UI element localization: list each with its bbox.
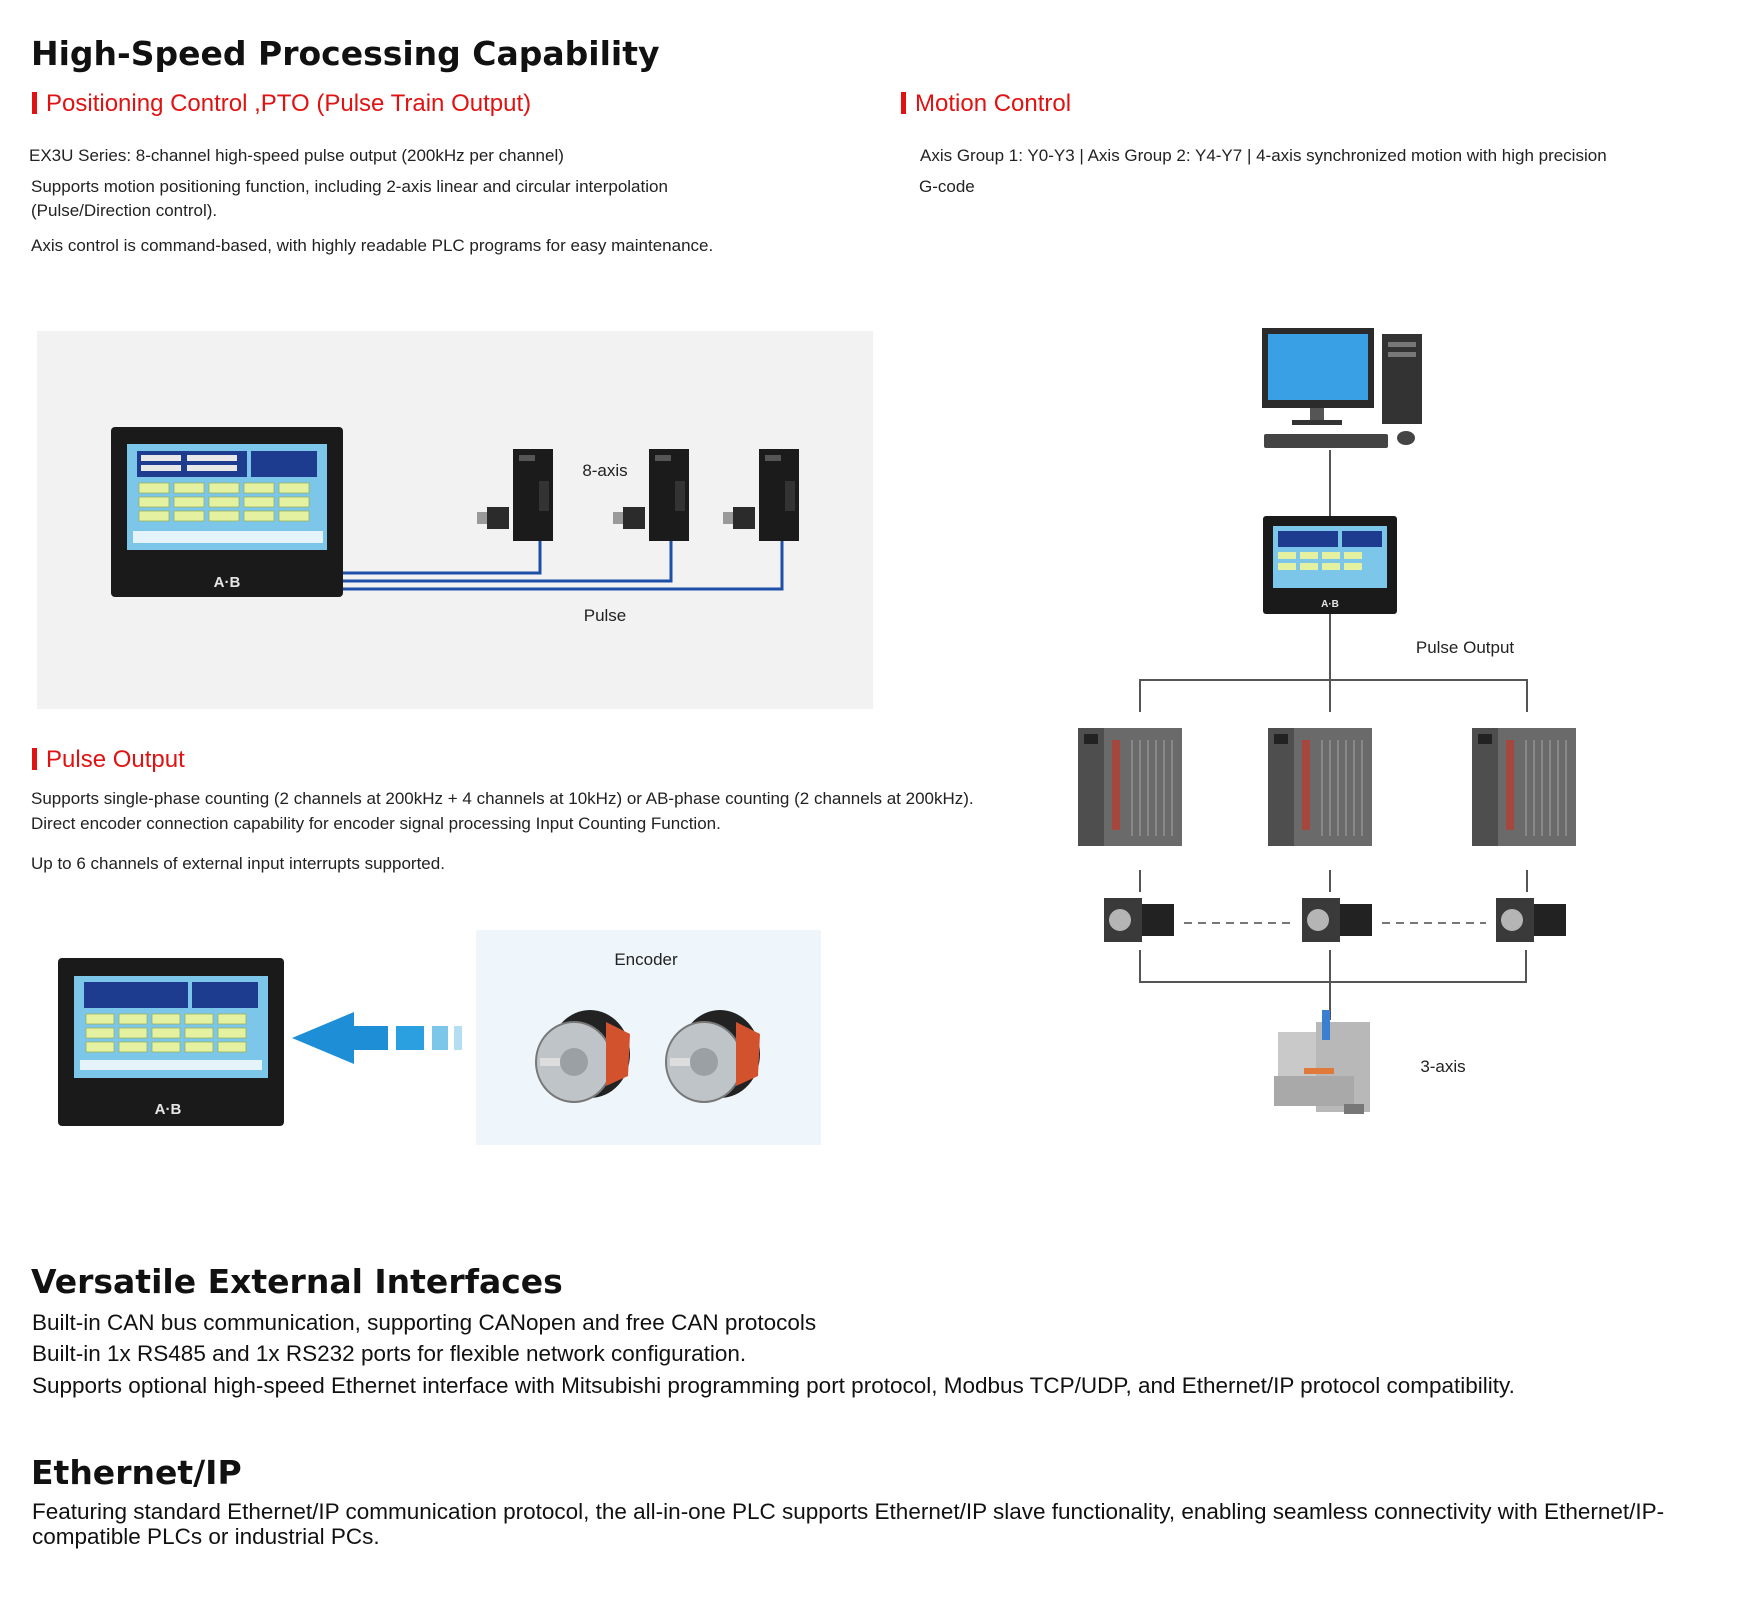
pulse-output-line-1: Supports single-phase counting (2 channe… — [31, 789, 974, 808]
label-pulse: Pulse — [584, 606, 627, 625]
hmi-brand: A·B — [155, 1101, 182, 1118]
positioning-line-1: EX3U Series: 8-channel high-speed pulse … — [29, 146, 564, 165]
hmi-panel-icon: A·B — [1263, 516, 1397, 614]
encoder-diagram-svg: A·B Encoder — [58, 930, 821, 1145]
interfaces-line-3: Supports optional high-speed Ethernet in… — [32, 1373, 1515, 1398]
heading-motion-text: Motion Control — [915, 90, 1072, 117]
heading-positioning-control: Positioning Control ,PTO (Pulse Train Ou… — [32, 90, 531, 118]
section-title-ethernet-ip: Ethernet/IP — [31, 1453, 242, 1492]
motion-line-1: Axis Group 1: Y0-Y3 | Axis Group 2: Y4-Y… — [920, 146, 1607, 165]
pto-diagram-panel: A·B 8-axis Pulse — [37, 331, 873, 709]
hmi-panel-icon: A·B — [58, 958, 284, 1126]
hmi-brand: A·B — [1321, 599, 1339, 610]
motion-line-2: G-code — [919, 177, 975, 196]
arrow-left-icon — [292, 1012, 462, 1064]
encoder-1-icon — [535, 1010, 630, 1103]
heading-pulse-output: Pulse Output — [32, 746, 185, 774]
heading-pulse-output-text: Pulse Output — [46, 746, 185, 773]
pulse-output-line-2: Direct encoder connection capability for… — [31, 814, 721, 833]
encoder-diagram: A·B Encoder — [40, 930, 830, 1150]
computer-icon — [1262, 328, 1422, 448]
motion-diagram: A·B Pulse Output — [1060, 320, 1600, 1140]
servo-drive-1-icon — [1078, 728, 1182, 846]
servo-drive-3-icon — [1472, 728, 1576, 846]
hmi-panel-icon: A·B — [111, 427, 343, 597]
label-encoder: Encoder — [614, 950, 678, 969]
label-pulse-output: Pulse Output — [1416, 638, 1515, 657]
interfaces-line-1: Built-in CAN bus communication, supporti… — [32, 1310, 817, 1335]
cnc-machine-icon — [1274, 1010, 1370, 1114]
encoder-panel — [476, 930, 821, 1145]
servo-motor-3-icon — [1496, 898, 1566, 942]
servo-drive-2-icon — [1268, 728, 1372, 846]
positioning-line-3: Axis control is command-based, with high… — [31, 236, 714, 255]
positioning-line-2: Supports motion positioning function, in… — [31, 177, 668, 220]
section-title-high-speed: High-Speed Processing Capability — [31, 34, 660, 73]
pulse-output-line-3: Up to 6 channels of external input inter… — [31, 854, 445, 873]
servo-driver-1-icon — [477, 449, 553, 541]
interfaces-line-2: Built-in 1x RS485 and 1x RS232 ports for… — [32, 1341, 747, 1366]
section-title-interfaces: Versatile External Interfaces — [31, 1262, 563, 1301]
heading-marker — [32, 92, 37, 114]
motion-diagram-svg: A·B Pulse Output — [1078, 328, 1576, 1114]
ethernet-ip-text: Featuring standard Ethernet/IP communica… — [32, 1499, 1665, 1549]
servo-motor-2-icon — [1302, 898, 1372, 942]
pto-diagram: A·B 8-axis Pulse — [111, 427, 799, 625]
pulse-output-lines — [1139, 614, 1528, 1020]
servo-driver-2-icon — [613, 449, 689, 541]
servo-motor-1-icon — [1104, 898, 1174, 942]
hmi-brand: A·B — [214, 574, 241, 591]
heading-marker — [32, 748, 37, 770]
heading-motion-control: Motion Control — [901, 90, 1071, 118]
pulse-wires — [343, 509, 784, 591]
servo-driver-3-icon — [723, 449, 799, 541]
heading-marker — [901, 92, 906, 114]
encoder-2-icon — [665, 1010, 760, 1103]
label-3-axis: 3-axis — [1420, 1057, 1465, 1076]
label-8-axis: 8-axis — [582, 461, 627, 480]
heading-positioning-text: Positioning Control ,PTO (Pulse Train Ou… — [46, 90, 532, 117]
